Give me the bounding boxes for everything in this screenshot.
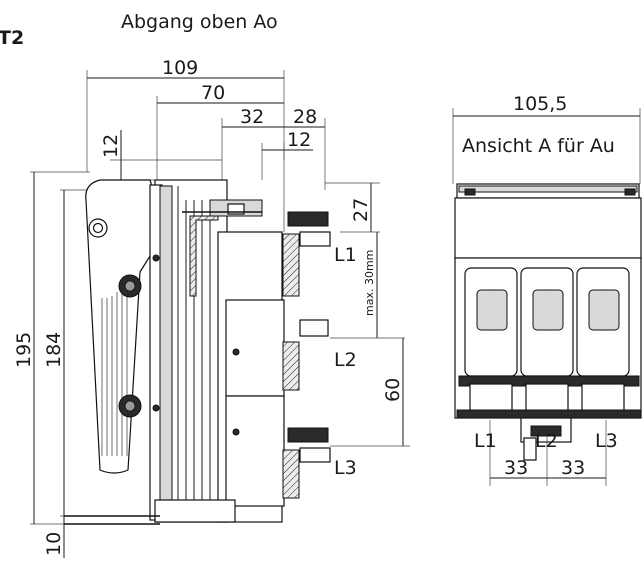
dim-27: 27 bbox=[325, 182, 380, 233]
svg-text:max. 30mm: max. 30mm bbox=[363, 250, 376, 316]
base-rail bbox=[64, 515, 160, 525]
dim-12-horizontal: 12 bbox=[261, 129, 313, 180]
svg-text:109: 109 bbox=[162, 57, 198, 79]
front-view: 105,5 Ansicht A für Au bbox=[452, 93, 642, 486]
front-top-strip bbox=[454, 183, 642, 259]
front-phase-l3: L3 bbox=[595, 430, 618, 452]
drawing-title: Abgang oben Ao bbox=[121, 11, 278, 33]
terminal-l2: L2 bbox=[282, 319, 357, 391]
dim-33-33: 33 33 bbox=[490, 457, 606, 479]
view-title: Ansicht A für Au bbox=[462, 135, 615, 157]
dim-195-184: 195 184 bbox=[13, 171, 160, 525]
front-bottom-terminal bbox=[520, 417, 572, 461]
front-phase-l2: L2 bbox=[535, 430, 558, 452]
svg-text:60: 60 bbox=[382, 378, 404, 402]
svg-text:10: 10 bbox=[43, 532, 65, 556]
side-phase-l3: L3 bbox=[334, 457, 357, 479]
side-phase-l1: L1 bbox=[334, 244, 357, 266]
dim-max-30mm: max. 30mm bbox=[330, 232, 405, 339]
fuse-handle bbox=[85, 179, 159, 474]
dim-109: 109 bbox=[86, 57, 285, 232]
svg-text:195: 195 bbox=[13, 332, 35, 368]
svg-text:12: 12 bbox=[100, 134, 122, 158]
svg-text:70: 70 bbox=[201, 82, 225, 104]
terminal-l3: L3 bbox=[282, 427, 357, 499]
side-phase-l2: L2 bbox=[334, 349, 357, 371]
svg-text:33: 33 bbox=[561, 457, 585, 479]
terminal-l1: L1 bbox=[282, 211, 357, 297]
top-terminal bbox=[182, 199, 263, 297]
dim-10: 10 bbox=[43, 516, 65, 558]
svg-text:32: 32 bbox=[240, 106, 264, 128]
side-view: 109 70 32 28 12 12 bbox=[13, 57, 410, 558]
dim-70: 70 bbox=[156, 82, 284, 180]
svg-text:12: 12 bbox=[287, 129, 311, 151]
front-phase-l1: L1 bbox=[474, 430, 497, 452]
fuse-housing bbox=[149, 179, 285, 523]
svg-text:33: 33 bbox=[504, 457, 528, 479]
svg-text:27: 27 bbox=[350, 198, 372, 222]
svg-text:184: 184 bbox=[43, 332, 65, 368]
front-fuse-slots bbox=[454, 257, 642, 419]
dim-32-28: 32 28 bbox=[221, 106, 326, 190]
front-phase-lines: L1 L2 L3 bbox=[474, 420, 618, 486]
dim-60: 60 bbox=[330, 338, 410, 447]
drawing-code: T2 bbox=[0, 27, 24, 49]
svg-text:28: 28 bbox=[293, 106, 317, 128]
dim-105-5: 105,5 bbox=[452, 93, 641, 184]
svg-text:105,5: 105,5 bbox=[513, 93, 567, 115]
